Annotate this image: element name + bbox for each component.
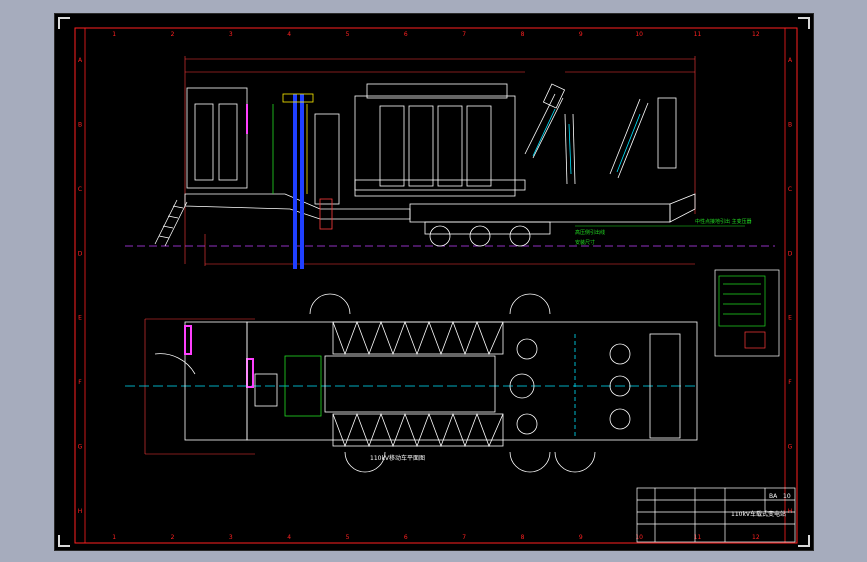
grid-column-label: 9 (579, 534, 583, 541)
grid-column-label: 5 (346, 534, 350, 541)
grid-column-label: 7 (462, 534, 466, 541)
grid-row-label: B (78, 122, 82, 129)
title-block-name: 110kV车载式变电站 (731, 510, 786, 518)
grid-row-label: E (78, 315, 82, 322)
viewport-corner-top-right (798, 17, 810, 29)
plan-transformer-body (324, 355, 496, 413)
drawing-frame (74, 27, 798, 544)
detail-box (714, 269, 780, 357)
annotation-3: 安装尺寸 (575, 239, 595, 246)
grid-column-label: 5 (346, 31, 350, 38)
cyan-bushings (532, 108, 641, 175)
plan-view (125, 293, 698, 473)
title-block-sheet-no: 10 (783, 493, 791, 500)
grid-column-label: 1 (112, 31, 116, 38)
grid-column-label: 3 (229, 534, 233, 541)
grid-column-label: 4 (287, 534, 291, 541)
grid-column-label: 6 (404, 31, 408, 38)
grid-column-label: 2 (171, 534, 175, 541)
grid-row-label: G (788, 443, 793, 450)
grid-column-label: 9 (579, 31, 583, 38)
grid-row-label: A (788, 57, 793, 64)
grid-row-label: E (788, 315, 792, 322)
title-block (636, 487, 796, 543)
plan-bushings (509, 333, 681, 439)
lv-busbar (272, 93, 340, 269)
grid-column-label: 11 (694, 534, 702, 541)
side-elevation-view (125, 56, 775, 269)
grid-row-label: H (788, 508, 793, 515)
grid-column-label: 3 (229, 31, 233, 38)
grid-row-label: F (78, 379, 82, 386)
grid-row-markers: A A B B C C D D E E F F G G H H (78, 57, 793, 515)
wheel-arc (509, 293, 551, 315)
access-ladder (154, 199, 188, 247)
trailer-gooseneck (184, 193, 411, 220)
viewport-corner-top-left (58, 17, 70, 29)
grid-column-label: 12 (752, 534, 760, 541)
dimension-lines (184, 56, 696, 266)
grid-row-label: G (78, 443, 83, 450)
grid-column-label: 10 (635, 534, 643, 541)
grid-column-label: 11 (694, 31, 702, 38)
grid-row-label: C (788, 186, 792, 193)
trailer-wheels (424, 221, 551, 247)
grid-column-label: 6 (404, 534, 408, 541)
grid-column-label: 2 (171, 31, 175, 38)
grid-row-label: A (78, 57, 83, 64)
plan-dimensions (144, 318, 255, 455)
radiator-racks (332, 320, 504, 448)
control-cabin (186, 87, 248, 189)
viewport-corner-bottom-left (58, 535, 70, 547)
grid-column-label: 8 (521, 534, 525, 541)
transformer-tank (354, 95, 516, 197)
grid-column-label: 7 (462, 31, 466, 38)
grid-row-label: H (78, 508, 83, 515)
annotation-1: 中性点接地引出 主变压器 (695, 218, 752, 225)
grid-column-label: 8 (521, 31, 525, 38)
grid-column-label: 10 (635, 31, 643, 38)
grid-row-label: D (788, 250, 793, 257)
viewport-corner-bottom-right (798, 535, 810, 547)
grid-column-label: 1 (112, 534, 116, 541)
grid-row-label: D (78, 250, 83, 257)
grid-row-label: B (788, 122, 792, 129)
hv-bushings (524, 83, 677, 185)
plan-view-label: 110kV移动车平面图 (370, 454, 425, 462)
title-block-sheet-code: BA (769, 493, 778, 500)
grid-row-label: C (78, 186, 82, 193)
grid-row-label: F (788, 379, 792, 386)
grid-column-label: 4 (287, 31, 291, 38)
plan-cabin (184, 321, 248, 441)
annotation-2: 高压侧引出线 (575, 229, 605, 236)
trailer-deck (409, 203, 671, 223)
grid-column-label: 12 (752, 31, 760, 38)
